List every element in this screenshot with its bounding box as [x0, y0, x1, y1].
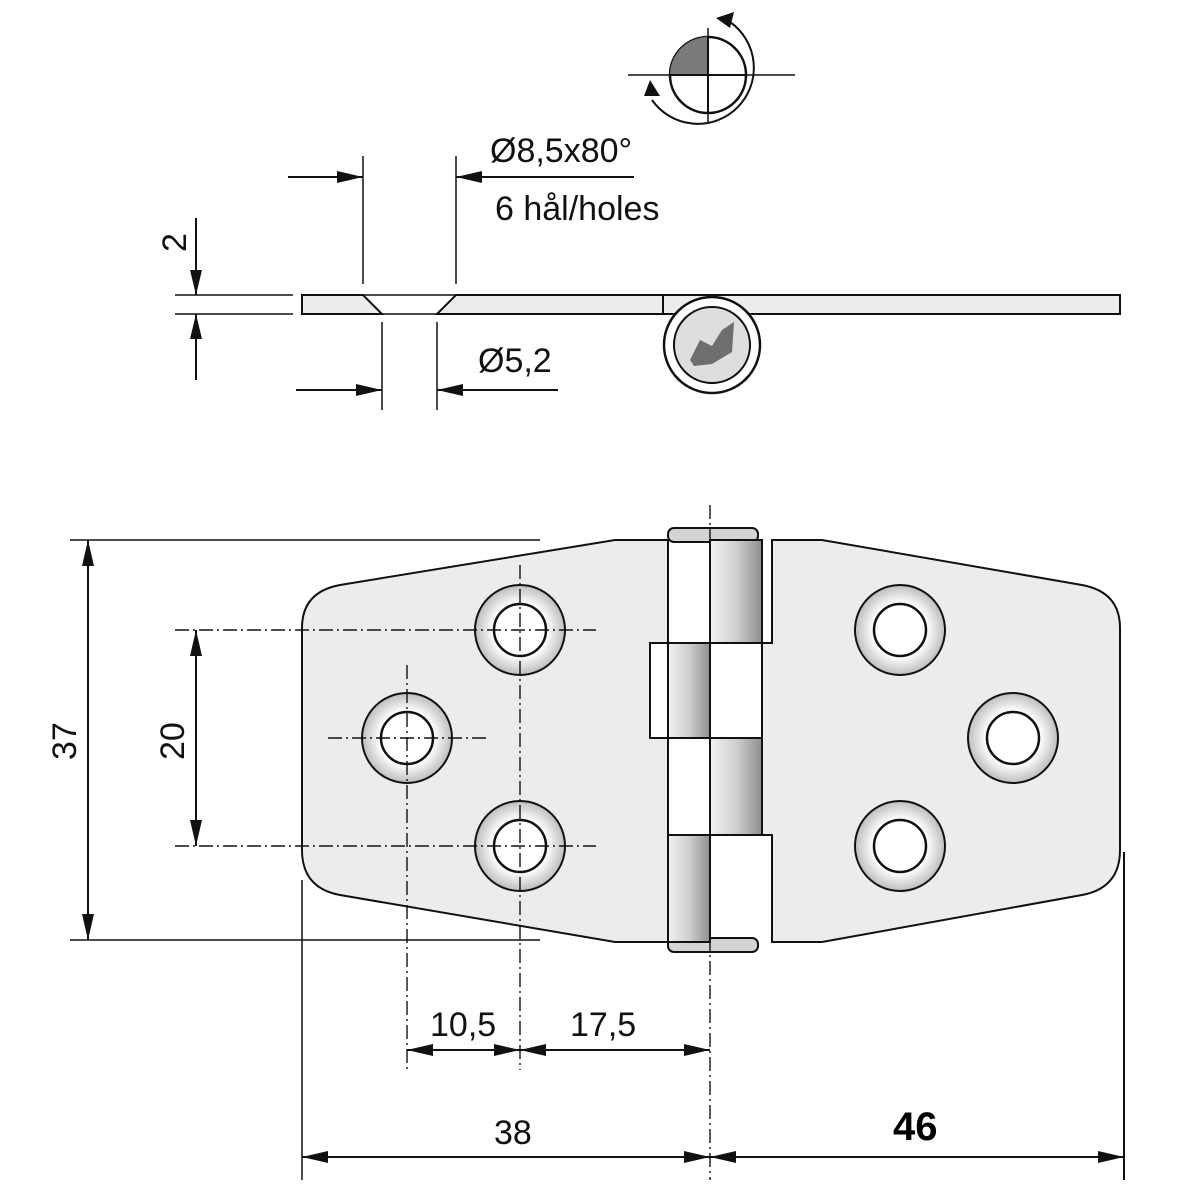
overall-height-label: 37 — [46, 722, 84, 760]
right-leaf — [761, 539, 1121, 943]
hole-right-bottom — [854, 800, 946, 892]
hole-right-middle — [967, 692, 1059, 784]
total-width-label: 46 — [893, 1105, 938, 1149]
vertical-spacing-label: 20 — [154, 722, 192, 760]
leaf-width-label: 38 — [494, 1114, 532, 1152]
knuckle-middle — [667, 642, 711, 739]
knuckle-top — [709, 539, 763, 644]
holes-count-label: 6 hål/holes — [495, 190, 659, 228]
countersink-label: Ø8,5x80° — [490, 132, 632, 170]
thickness-label: 2 — [156, 233, 194, 252]
side-view — [175, 156, 1121, 410]
offset-a-label: 10,5 — [430, 1006, 496, 1044]
offset-b-label: 17,5 — [570, 1006, 636, 1044]
left-leaf — [301, 539, 669, 943]
front-dimensions — [70, 539, 1125, 1180]
hole-right-top — [854, 584, 946, 676]
knuckle-bottom — [667, 834, 711, 943]
knuckle-lower — [709, 737, 763, 836]
projection-symbol — [628, 12, 795, 125]
hole-diameter-label: Ø5,2 — [478, 342, 552, 380]
front-view — [175, 505, 1121, 1180]
